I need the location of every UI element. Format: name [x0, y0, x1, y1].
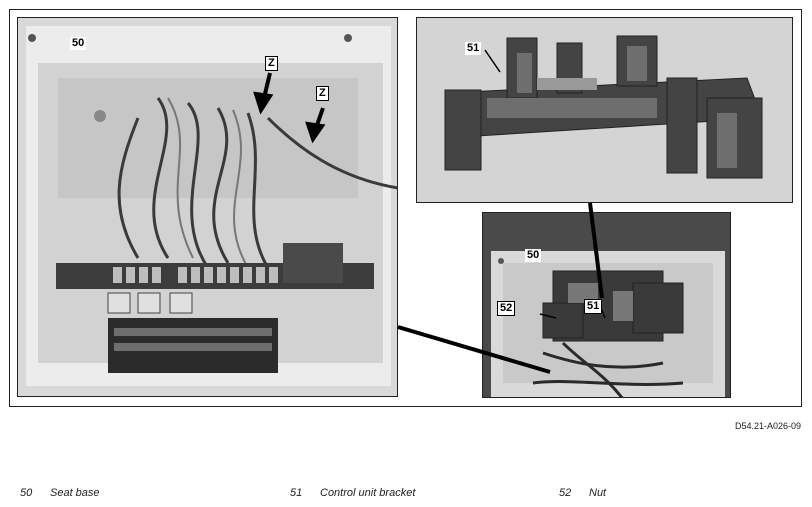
- callout-52-overview: 52: [497, 301, 516, 316]
- callout-51-detail: 51: [465, 42, 482, 55]
- seat-base-photo: [17, 17, 398, 397]
- callout-z-1: Z: [265, 56, 278, 71]
- callout-50-main: 50: [70, 37, 87, 50]
- legend-number: 52: [559, 487, 572, 499]
- legend-item-51: 51 Control unit bracket: [290, 487, 415, 499]
- legend-item-50: 50 Seat base: [20, 487, 100, 499]
- legend-label: Control unit bracket: [320, 487, 416, 499]
- legend-item-52: 52 Nut: [559, 487, 606, 499]
- callout-z-2: Z: [316, 86, 329, 101]
- legend-label: Seat base: [50, 487, 100, 499]
- legend-label: Nut: [589, 487, 607, 499]
- legend-number: 51: [290, 487, 303, 499]
- figure-code: D54.21-A026-09: [734, 421, 801, 431]
- control-unit-bracket-photo: [416, 17, 793, 203]
- callout-50-overview: 50: [525, 249, 542, 262]
- legend-number: 50: [20, 487, 33, 499]
- seat-base-overview-photo: [482, 212, 731, 398]
- callout-51-overview: 51: [584, 299, 603, 314]
